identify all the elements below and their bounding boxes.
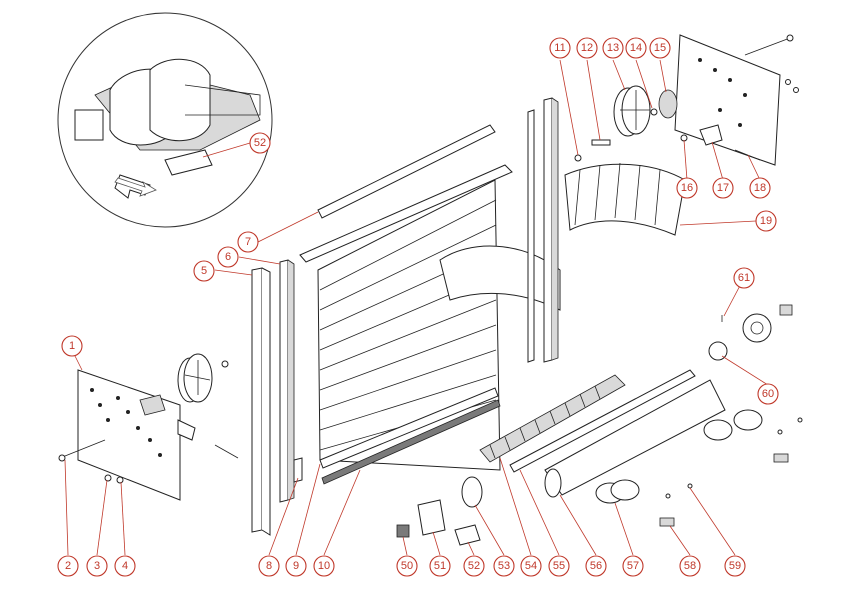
top-profiles [299, 124, 513, 485]
callout-label: 50 [401, 560, 413, 572]
callout-label: 4 [122, 560, 128, 572]
callout-label: 53 [498, 560, 510, 572]
callout-3: 3 [86, 555, 108, 577]
callout-label: 12 [581, 42, 593, 54]
callout-label: 17 [717, 182, 729, 194]
callout-10: 10 [313, 555, 335, 577]
callout-1: 1 [61, 335, 83, 357]
callout-label: 60 [762, 388, 774, 400]
callout-label: 61 [738, 272, 750, 284]
callout-11: 11 [549, 37, 571, 59]
callout-16: 16 [676, 177, 698, 199]
callout-7: 7 [237, 231, 259, 253]
guide-rail-left [251, 259, 303, 536]
callout-label: 9 [293, 560, 299, 572]
callout-label: 54 [525, 560, 537, 572]
callout-label: 11 [554, 42, 565, 54]
callout-label: 7 [245, 236, 251, 248]
callout-5: 5 [193, 260, 215, 282]
curtain-roll-right [564, 162, 686, 236]
small-components [396, 304, 803, 546]
right-bracket-assembly [574, 34, 799, 166]
callout-15: 15 [649, 37, 671, 59]
callout-8: 8 [258, 555, 280, 577]
callout-label: 52 [254, 137, 266, 149]
callout-51: 51 [429, 555, 451, 577]
callout-label: 52 [468, 560, 480, 572]
callout-50: 50 [396, 555, 418, 577]
callout-label: 13 [607, 42, 619, 54]
callout-53: 53 [493, 555, 515, 577]
callout-label: 14 [630, 42, 642, 54]
callout-59: 59 [724, 555, 746, 577]
callout-label: 51 [434, 560, 446, 572]
callout-label: 6 [225, 251, 231, 263]
callout-label: 3 [94, 560, 100, 572]
arrow-icon [114, 177, 157, 197]
callout-label: 8 [266, 560, 272, 572]
callout-label: 59 [729, 560, 741, 572]
callout-label: 2 [65, 560, 71, 572]
callout-label: 55 [553, 560, 565, 572]
callout-60: 60 [757, 383, 779, 405]
callout-2: 2 [57, 555, 79, 577]
callout-58: 58 [679, 555, 701, 577]
callout-label: 10 [318, 560, 330, 572]
roller-components [479, 369, 726, 498]
leader-lines [64, 59, 769, 556]
callout-label: 57 [627, 560, 639, 572]
callout-label: 18 [754, 182, 766, 194]
callout-17: 17 [712, 177, 734, 199]
callout-54: 54 [520, 555, 542, 577]
callout-57: 57 [622, 555, 644, 577]
callout-19: 19 [755, 210, 777, 232]
callout-label: 1 [69, 340, 75, 352]
callout-label: 58 [684, 560, 696, 572]
callout-13: 13 [602, 37, 624, 59]
callout-61: 61 [733, 267, 755, 289]
callout-52: 52 [463, 555, 485, 577]
callout-14: 14 [625, 37, 647, 59]
callout-4: 4 [114, 555, 136, 577]
callout-label: 19 [760, 215, 772, 227]
detail-view [57, 12, 273, 228]
callout-label: 5 [201, 265, 207, 277]
guide-rail-right [527, 97, 559, 363]
callout-9: 9 [285, 555, 307, 577]
callout-6: 6 [217, 246, 239, 268]
callout-label: 56 [590, 560, 602, 572]
callout-52-detail: 52 [249, 132, 271, 154]
callout-label: 15 [654, 42, 666, 54]
callout-12: 12 [576, 37, 598, 59]
callout-18: 18 [749, 177, 771, 199]
callout-56: 56 [585, 555, 607, 577]
callout-55: 55 [548, 555, 570, 577]
left-bracket-assembly [58, 353, 239, 501]
callout-label: 16 [681, 182, 693, 194]
